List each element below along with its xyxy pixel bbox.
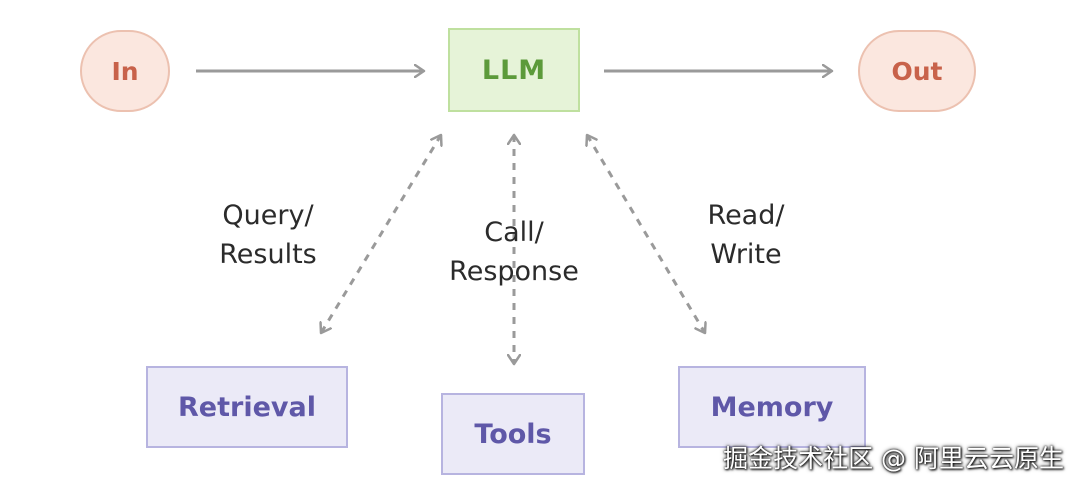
output-node: Out bbox=[858, 30, 976, 112]
retrieval-node: Retrieval bbox=[146, 366, 348, 448]
arrow-llm-retrieval bbox=[321, 135, 441, 333]
watermark-text: 掘金技术社区 @ 阿里云云原生 bbox=[723, 444, 1064, 473]
memory-node: Memory bbox=[678, 366, 866, 448]
memory-edge-label: Read/ Write bbox=[707, 200, 785, 270]
input-node: In bbox=[80, 30, 170, 112]
llm-node: LLM bbox=[448, 28, 580, 112]
retrieval-edge-label: Query/ Results bbox=[219, 200, 317, 270]
arrow-llm-memory bbox=[587, 135, 705, 333]
tools-edge-label: Call/ Response bbox=[449, 217, 579, 287]
tools-node: Tools bbox=[441, 393, 585, 475]
